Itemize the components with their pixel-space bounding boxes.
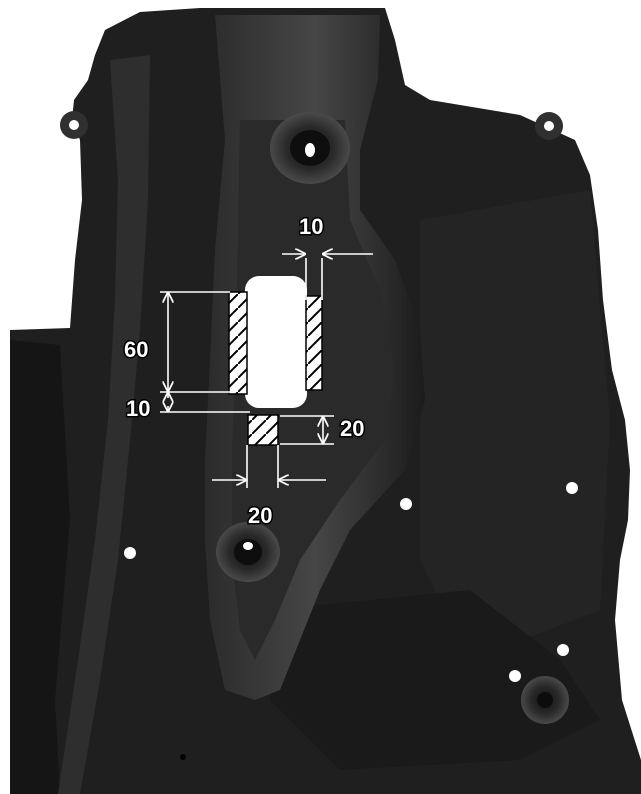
dim-label-side-cutout-height: 60	[124, 337, 148, 362]
fastener-hole	[124, 547, 136, 559]
dim-label-bottom-tab-height: 20	[340, 416, 364, 441]
fastener-hole	[509, 670, 521, 682]
dim-bottom-tab-width	[212, 445, 326, 488]
upper-boss-hole	[305, 143, 315, 157]
fastener-hole	[400, 498, 412, 510]
hatched-bottom-tab	[247, 414, 279, 446]
central-slot	[245, 276, 307, 408]
left-ridge	[58, 55, 150, 794]
lower-boss-hole	[243, 542, 253, 550]
dim-gap-height	[160, 393, 250, 413]
dim-bottom-tab-height	[280, 415, 334, 445]
top-left-tab-hole	[69, 120, 79, 130]
hatched-right-cutout	[305, 295, 323, 391]
dim-label-slot-edge-width: 10	[299, 214, 323, 239]
fastener-hole	[557, 644, 569, 656]
fastener-hole-small	[180, 754, 186, 760]
panel-right-shade	[420, 190, 610, 660]
dim-label-gap-height: 10	[126, 396, 150, 421]
top-right-tab-hole	[544, 121, 554, 131]
hatched-left-cutout	[228, 291, 248, 395]
panel-lower-shade	[270, 590, 600, 770]
fastener-hole	[566, 482, 578, 494]
dim-slot-edge-width	[282, 254, 373, 300]
panel-left-shade	[10, 340, 70, 794]
bottom-right-boss-hole	[537, 692, 553, 708]
lower-boss-inner	[234, 539, 262, 565]
dim-label-bottom-tab-width: 20	[248, 503, 272, 528]
